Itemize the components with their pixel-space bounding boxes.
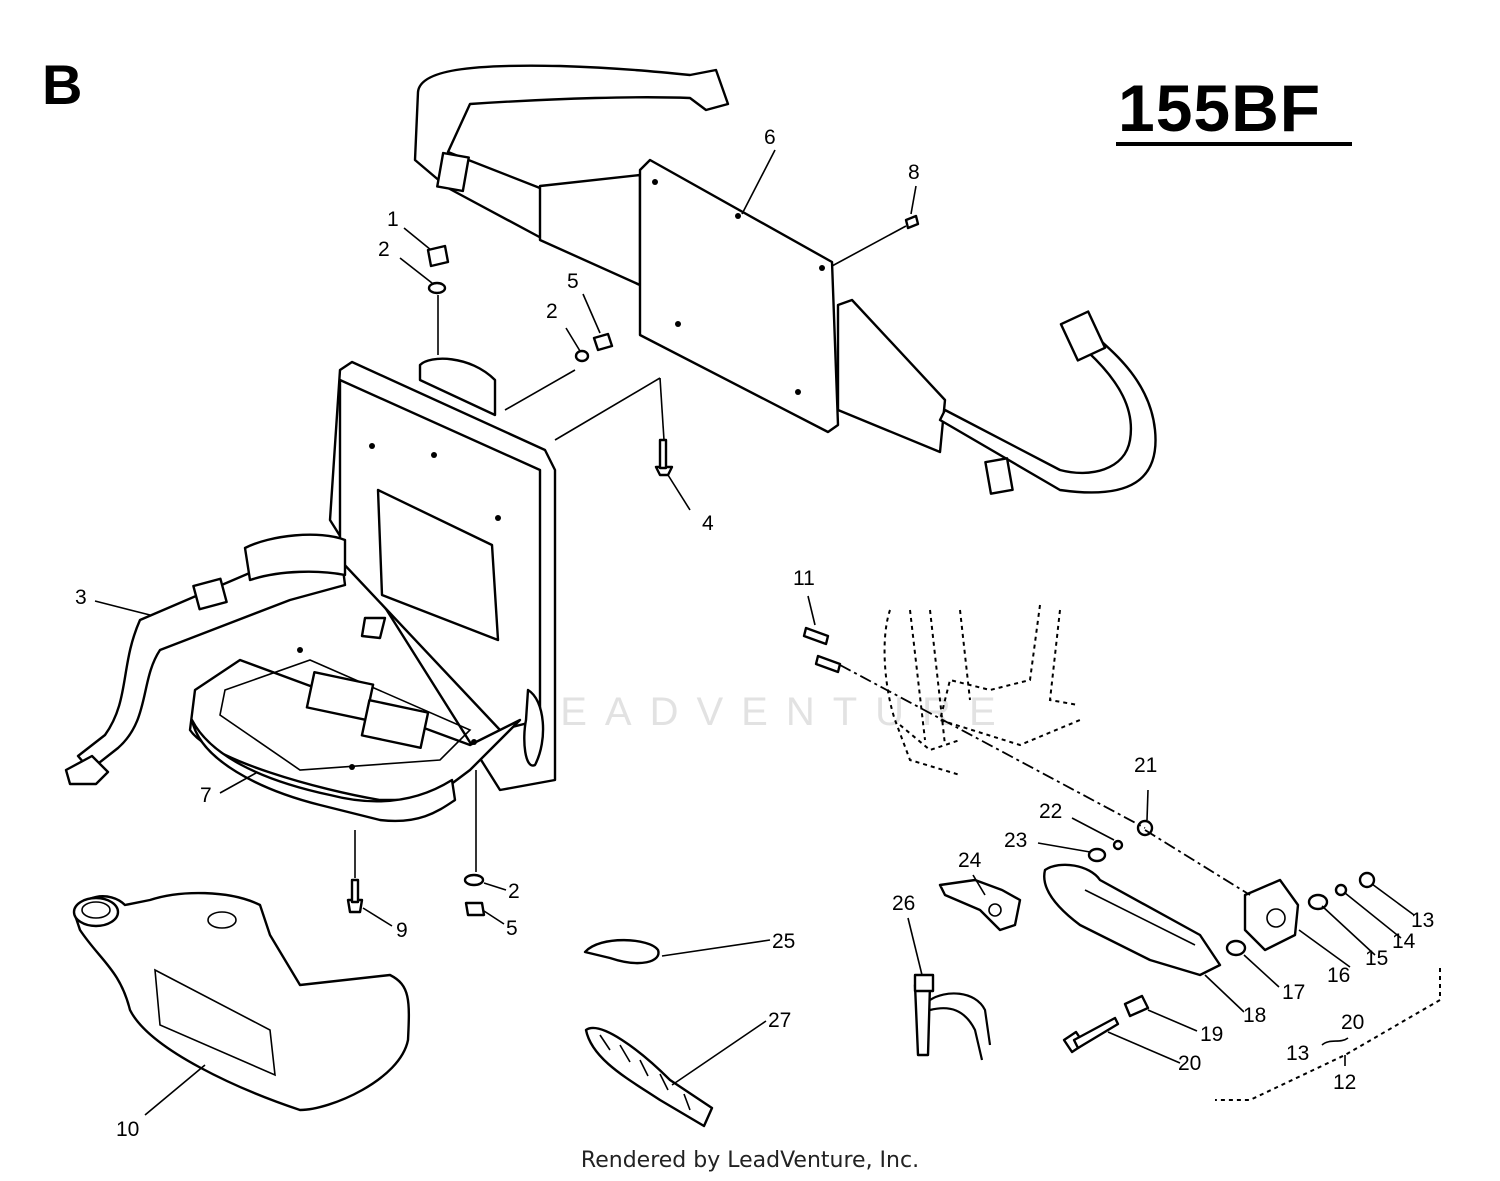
callout-20-bracket: 20	[1341, 1011, 1364, 1034]
throttle-handle-assembly	[913, 863, 1300, 1061]
callout-2-lower: 2	[508, 880, 520, 903]
callout-4: 4	[702, 512, 714, 535]
callout-21: 21	[1134, 754, 1157, 777]
callout-23: 23	[1004, 829, 1027, 852]
callout-20: 20	[1178, 1052, 1201, 1075]
footer-credit: Rendered by LeadVenture, Inc.	[580, 1148, 920, 1173]
callout-25: 25	[772, 930, 795, 953]
waist-belt	[64, 533, 347, 786]
callout-5-lower: 5	[506, 917, 518, 940]
callout-2-mid: 2	[546, 300, 558, 323]
callout-8: 8	[908, 161, 920, 184]
callout-13-bracket: 13	[1286, 1042, 1309, 1065]
callout-17: 17	[1282, 981, 1305, 1004]
fuel-tank	[72, 891, 411, 1112]
back-pad-strap-assembly	[413, 64, 1157, 495]
callout-12: 12	[1333, 1071, 1356, 1094]
callout-19: 19	[1200, 1023, 1223, 1046]
callout-2-upper: 2	[378, 238, 390, 261]
callout-26: 26	[892, 892, 915, 915]
hardware-parts	[346, 214, 1376, 1054]
engine-reference-outline	[883, 604, 1081, 776]
callout-5-upper: 5	[567, 270, 579, 293]
callout-27: 27	[768, 1009, 791, 1032]
callout-3: 3	[75, 586, 87, 609]
callout-7: 7	[200, 784, 212, 807]
callout-11: 11	[793, 567, 815, 590]
callout-18: 18	[1243, 1004, 1266, 1027]
callout-14: 14	[1392, 930, 1416, 953]
watermark: LEADVENTURE	[520, 690, 1014, 734]
callout-13: 13	[1411, 909, 1434, 932]
model-title: 155BF	[1118, 71, 1322, 145]
callout-24: 24	[958, 849, 982, 872]
callout-1: 1	[387, 208, 399, 231]
section-letter: B	[42, 53, 83, 116]
callout-numbers: 1 2 2 2 3 4 5 5 6 7 8 9 10 11 12 13 13 1…	[75, 126, 1434, 1141]
leader-lines	[94, 149, 1441, 1116]
model-title-underline	[1116, 142, 1352, 146]
callout-16: 16	[1327, 964, 1350, 987]
backpack-frame	[188, 357, 557, 823]
callout-22: 22	[1039, 800, 1062, 823]
callout-15: 15	[1365, 947, 1388, 970]
clamp-and-hose	[583, 938, 714, 1128]
callout-6: 6	[764, 126, 776, 149]
callout-10: 10	[116, 1118, 139, 1141]
callout-9: 9	[396, 919, 408, 942]
